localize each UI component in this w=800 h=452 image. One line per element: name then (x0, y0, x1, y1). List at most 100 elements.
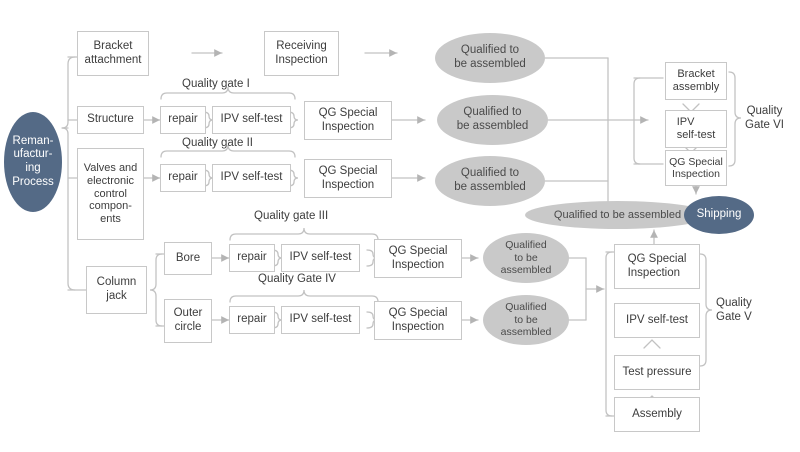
line-1: Bracket (677, 68, 715, 81)
label-quality-gate-6: Quality Gate VI (745, 105, 784, 133)
node-ipv-self-test-row2[interactable]: IPV self-test (212, 106, 291, 134)
node-outer-circle[interactable]: Outer circle (164, 299, 212, 343)
node-qg-special-inspection-gate6[interactable]: QG Special Inspection (665, 150, 727, 186)
ipv-label: IPV self-test (289, 251, 352, 264)
repair-label: repair (237, 251, 267, 264)
node-qualified-flat[interactable]: Qualified to be assembled (525, 201, 710, 229)
column-jack-label: Column jack (97, 276, 137, 303)
line-2: assembly (672, 81, 720, 93)
line-1: QG Special (318, 164, 378, 177)
node-qg-special-inspection-row4[interactable]: QG Special Inspection (374, 239, 462, 278)
node-assembly[interactable]: Assembly (614, 397, 700, 432)
node-repair-row2[interactable]: repair (160, 106, 206, 134)
line-1: QG Special (627, 252, 687, 265)
structure-label: Structure (87, 113, 134, 126)
line-1: QG Special (669, 155, 723, 168)
qualified-row5-label: Qualified to be assembled (501, 301, 552, 338)
line-2: Inspection (627, 266, 681, 279)
start-node-remanufacturing-process[interactable]: Reman- ufactur- ing Process (4, 112, 62, 212)
node-qualified-row5[interactable]: Qualified to be assembled (483, 295, 569, 345)
node-bracket-attachment[interactable]: Bracket attachment (77, 31, 149, 76)
line-2: be assembled (456, 120, 529, 132)
node-bracket-assembly[interactable]: Bracket assembly (665, 62, 727, 100)
node-repair-row5[interactable]: repair (229, 306, 275, 334)
node-ipv-self-test-gate5[interactable]: IPV self-test (614, 303, 700, 338)
qg-label: QG Special Inspection (319, 107, 378, 134)
assembly-label: Assembly (632, 407, 682, 420)
qualified-row4-label: Qualified to be assembled (501, 239, 552, 276)
node-valves-electronic-control-components[interactable]: Valves and electronic control compon- en… (77, 148, 144, 240)
node-qg-special-inspection-row5[interactable]: QG Special Inspection (374, 301, 462, 340)
line-1: Qualified (505, 239, 547, 252)
qg-label: QG Special Inspection (389, 307, 448, 334)
repair-label: repair (168, 171, 198, 184)
gate-3-text: Quality gate III (254, 210, 329, 222)
line-2: electronic (86, 174, 135, 187)
line-1: Valves and (83, 161, 138, 174)
node-shipping[interactable]: Shipping (684, 196, 754, 234)
line-1: Receiving (276, 39, 327, 52)
repair-label: repair (168, 113, 198, 126)
bracket-assembly-label: Bracket assembly (673, 68, 719, 94)
node-repair-row3[interactable]: repair (160, 164, 206, 192)
node-bore[interactable]: Bore (164, 242, 212, 275)
node-structure[interactable]: Structure (77, 106, 144, 134)
qualified-row1-label: Qualified to be assembled (454, 44, 526, 71)
line-2: circle (174, 321, 202, 333)
qualified-row3-label: Qualified to be assembled (454, 167, 526, 194)
line-2: self-test (676, 129, 716, 141)
qg-label: QG Special Inspection (628, 253, 687, 280)
ipv-label: IPV self-test (220, 113, 283, 126)
start-line-2: ufactur- (13, 148, 53, 161)
gate-1-text: Quality gate I (182, 78, 250, 90)
line-4: compon- (89, 200, 132, 213)
gate-5-line-2: Gate V (716, 310, 752, 323)
node-test-pressure[interactable]: Test pressure (614, 355, 700, 390)
bracket-attachment-label: Bracket attachment (85, 40, 142, 67)
node-ipv-self-test-row3[interactable]: IPV self-test (212, 164, 291, 192)
label-quality-gate-2: Quality gate II (182, 137, 253, 151)
node-column-jack[interactable]: Column jack (86, 266, 147, 314)
ipv-label: IPV self-test (289, 313, 352, 326)
line-1: Bracket (93, 39, 133, 52)
node-qualified-row4[interactable]: Qualified to be assembled (483, 233, 569, 283)
chevron-g5-2 (643, 339, 661, 349)
node-qg-special-inspection-row3[interactable]: QG Special Inspection (304, 159, 392, 198)
line-5: ents (100, 213, 121, 226)
node-ipv-self-test-row5[interactable]: IPV self-test (281, 306, 360, 334)
node-ipv-self-test-gate6[interactable]: IPV self-test (665, 110, 727, 148)
line-1: QG Special (388, 244, 448, 257)
line-2: be assembled (454, 58, 526, 70)
node-qg-special-inspection-row2[interactable]: QG Special Inspection (304, 101, 392, 140)
line-1: Qualified to (460, 167, 520, 180)
brace-gate-3 (229, 227, 379, 241)
node-qualified-row2[interactable]: Qualified to be assembled (437, 95, 548, 145)
ipv-label: IPV self-test (626, 313, 688, 326)
start-node-label: Reman- ufactur- ing Process (12, 135, 54, 189)
valves-label: Valves and electronic control compon- en… (84, 162, 138, 227)
brace-gate6-right (728, 71, 742, 167)
bracket-gate5-left (605, 251, 613, 417)
repair-label: repair (237, 313, 267, 326)
line-1: Qualified (505, 301, 547, 314)
line-1: Outer (173, 307, 203, 320)
start-line-4: Process (12, 175, 54, 188)
node-qg-special-inspection-gate5[interactable]: QG Special Inspection (614, 244, 700, 289)
node-qualified-row3[interactable]: Qualified to be assembled (435, 156, 545, 206)
line-2: Inspection (321, 120, 375, 133)
node-ipv-self-test-row4[interactable]: IPV self-test (281, 244, 360, 272)
node-qualified-row1[interactable]: Qualified to be assembled (435, 33, 545, 83)
gate-2-text: Quality gate II (182, 137, 253, 149)
line-3: assembled (500, 326, 552, 339)
line-2: be assembled (454, 181, 526, 193)
line-2: attachment (84, 53, 142, 66)
node-receiving-inspection[interactable]: Receiving Inspection (264, 31, 339, 76)
brace-columnjack (149, 253, 163, 327)
main-brace (61, 56, 76, 291)
start-line-1: Reman- (12, 134, 54, 147)
line-1: Column (96, 276, 137, 289)
line-2: Inspection (391, 320, 445, 333)
node-repair-row4[interactable]: repair (229, 244, 275, 272)
line-1: QG Special (318, 106, 378, 119)
